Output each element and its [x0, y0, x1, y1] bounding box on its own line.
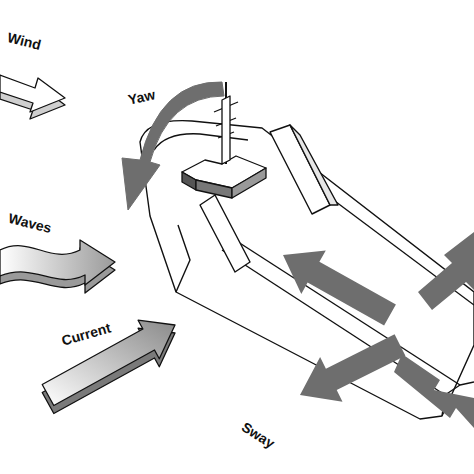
force-label: Sway [239, 420, 278, 452]
force-label: Current [60, 321, 113, 350]
force-label: Waves [7, 211, 53, 237]
force-label: Wind [6, 30, 43, 53]
force-label: Yaw [127, 88, 157, 109]
yaw-arrow [122, 82, 224, 210]
motion-arrows [283, 232, 474, 428]
wind-arrow [0, 75, 65, 119]
waves-arrow [0, 240, 115, 293]
current-arrow [42, 320, 175, 413]
